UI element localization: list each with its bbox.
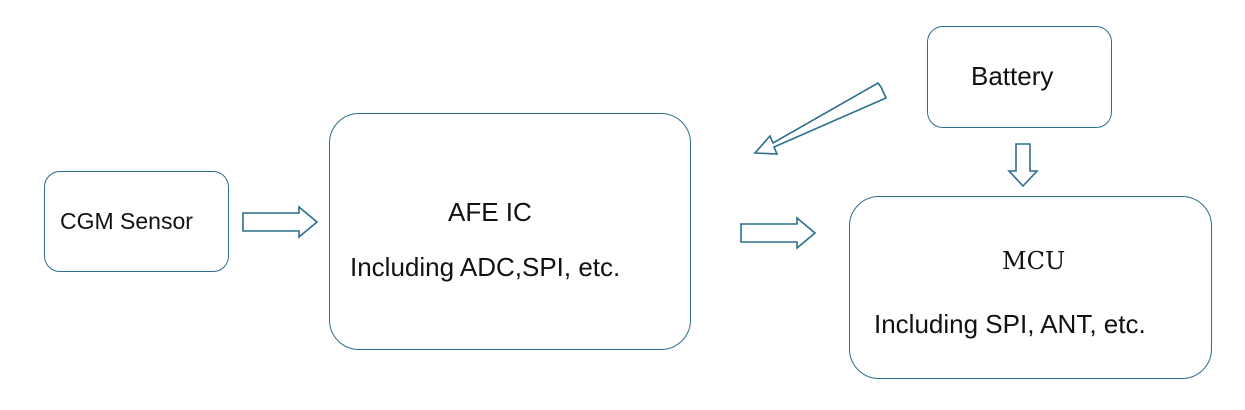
afe-to-mcu-arrow: [740, 216, 817, 250]
sensor-to-afe-arrow: [242, 205, 319, 239]
battery-box: Battery: [927, 26, 1112, 128]
cgm-sensor-box: CGM Sensor: [44, 171, 229, 272]
cgm-sensor-label: CGM Sensor: [60, 208, 193, 234]
battery-to-afe-arrow: [753, 81, 888, 155]
afe-ic-box: AFE IC Including ADC,SPI, etc.: [329, 113, 691, 350]
afe-ic-title: AFE IC: [448, 197, 532, 227]
afe-ic-detail: Including ADC,SPI, etc.: [350, 252, 621, 282]
mcu-detail: Including SPI, ANT, etc.: [874, 309, 1146, 339]
mcu-box: MCU Including SPI, ANT, etc.: [849, 196, 1212, 379]
mcu-title: MCU: [1002, 247, 1066, 275]
battery-to-mcu-arrow: [1007, 143, 1039, 188]
battery-label: Battery: [971, 61, 1054, 91]
